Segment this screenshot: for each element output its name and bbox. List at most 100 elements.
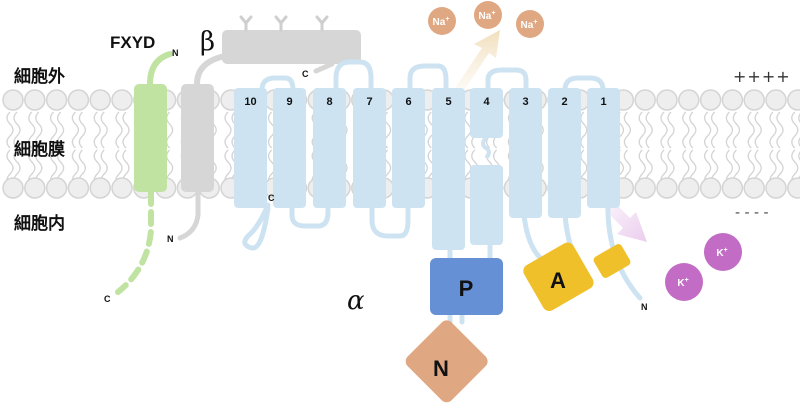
beta-extracellular-domain [222,30,361,64]
sodium-ion-label: Na+ [479,10,496,22]
helix-1: 1 [587,88,620,208]
helix-4: 4 [470,88,503,245]
lipid-tail [725,111,734,149]
lipid-head-inner [2,177,24,199]
beta-n-terminus: N [167,234,174,244]
helix-number: 5 [445,96,451,108]
helix-number: 3 [522,96,528,108]
helix-5: 5 [432,88,465,250]
helix-6: 6 [392,88,425,208]
alpha-helices: 10 9 8 7 6 5 4 3 2 1 [234,88,620,250]
lipid-head-inner [656,177,678,199]
n-domain: N [405,320,488,403]
lipid-head-outer [67,89,90,111]
lipid-tail [703,111,712,149]
beta-c-tail [313,61,335,74]
sodium-ion-label: Na+ [433,16,450,28]
lipid-head-outer [89,89,111,111]
helix-10: 10 [234,88,267,208]
beta-label: β [200,27,215,57]
fxyd-n-tail [147,51,173,87]
lipid-head-inner [743,177,765,199]
lipid-head-inner [765,177,787,199]
sodium-ion: Na+ [516,10,544,38]
helix-body [432,88,465,250]
lipid-tail [35,111,43,149]
a-domain-shape [523,242,594,311]
helix-2: 2 [548,88,581,218]
sodium-ion: Na+ [428,7,456,35]
lipid-tail [56,111,65,149]
lipid-head-inner [89,177,111,199]
helix-body [587,88,620,208]
n-domain-shape [405,320,488,403]
fxyd-subunit: FXYD N C [104,33,179,304]
beta-helix [181,84,214,192]
helix-body [273,88,306,208]
beta-subunit: β C N [167,15,361,244]
sodium-ion-circle [428,7,456,35]
lipid-head-outer [634,89,656,111]
alpha-c-terminus: C [268,193,275,203]
lipid-head-inner [787,177,800,199]
lipid-tail [754,111,762,149]
helix-7: 7 [353,88,386,208]
potassium-ion-circle [704,233,742,271]
lipid-tail [623,111,632,149]
lipid-head-inner [721,177,744,199]
potassium-influx-arrow [605,200,647,242]
lipid-tail [747,111,755,149]
glycosylation-icons [239,15,329,32]
helix-body [392,88,425,208]
lipid-head-outer [743,89,765,111]
lipid-tail [769,111,777,149]
helix-segment-lower [470,165,503,245]
intracellular-label: 細胞内 [14,213,65,234]
lipid-head-outer [111,89,133,111]
fxyd-c-tail [115,189,154,295]
helix-number: 6 [405,96,411,108]
lipid-tail [791,111,799,149]
sodium-ion-circle [474,1,502,29]
potassium-ion-circle [665,263,703,301]
helix-3: 3 [509,88,542,218]
lipid-head-outer [45,89,68,111]
lipid-tail [682,111,690,149]
helix-8: 8 [313,88,346,208]
helix-number: 2 [561,96,567,108]
a-domain: A [523,242,631,311]
lipid-head-inner [67,177,90,199]
helix-number: 8 [326,96,332,108]
alpha-n-terminus: N [641,302,648,312]
lipid-tail [638,111,646,149]
lipid-tail [78,111,87,149]
helix-body [548,88,581,218]
helix-body [509,88,542,218]
alpha-label: α [347,286,365,316]
lipid-tail [464,111,472,149]
potassium-ion-label: K+ [677,277,688,289]
potassium-ion: K+ [704,233,742,271]
fxyd-label: FXYD [110,33,155,52]
helix-number: 10 [244,96,256,108]
helix-number: 9 [286,96,292,108]
lipid-head-outer [765,89,787,111]
lipid-head-outer [699,89,722,111]
lipid-head-outer [656,89,678,111]
n-domain-label: N [433,356,449,381]
lipid-tail [580,111,588,149]
lipid-head-outer [2,89,24,111]
a-domain-subdomain [593,244,631,278]
sodium-ion-label: Na+ [521,19,538,31]
lipid-head-outer [678,89,700,111]
lipid-head-inner [678,177,700,199]
potassium-ion: K+ [665,263,703,301]
lipid-tail [732,111,741,149]
lipid-tail [776,111,784,149]
lipid-tail [660,111,668,149]
lipid-tail [165,111,174,149]
lipid-tail [689,111,697,149]
helix-number: 1 [600,96,606,108]
lipid-head-inner [111,177,133,199]
